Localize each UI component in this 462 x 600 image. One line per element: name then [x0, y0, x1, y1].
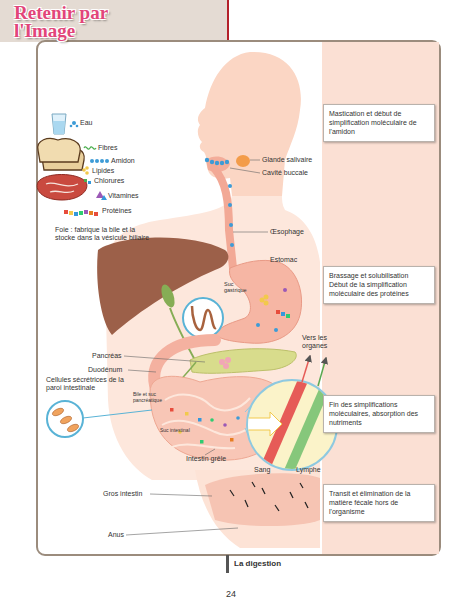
salivary-gland: [236, 155, 250, 167]
part-label: Foie : fabrique la bile et la stocke dan…: [55, 226, 155, 242]
fecal-matter: [230, 482, 308, 511]
part-label: Lymphe: [296, 466, 321, 474]
lymph-vessel: [286, 381, 328, 478]
part-label: Intestin grêle: [186, 455, 226, 463]
intestine-molecules: [170, 408, 240, 444]
vitamin-icon: [96, 191, 107, 200]
blood-flow-arrow: [302, 356, 310, 382]
part-label: Bile et suc pancréatique: [133, 392, 167, 404]
chloride-icon: [84, 179, 91, 184]
lymph-flow-arrow: [318, 358, 326, 386]
water-molecule: [70, 121, 79, 127]
part-label: Vers les organes: [302, 334, 340, 350]
part-label: Sang: [254, 466, 270, 474]
protein-icon: [64, 210, 98, 216]
pelvis-silhouette: [195, 470, 320, 548]
part-label: Anus: [108, 531, 124, 539]
stage-box: Brassage et solubilisationDébut de la si…: [323, 266, 435, 304]
water: [53, 121, 65, 134]
part-label: Estomac: [270, 256, 297, 264]
absorption-arrow: [246, 412, 282, 436]
bread-slice: [38, 138, 80, 162]
part-label: Chlorures: [94, 177, 124, 185]
panel-frame: [37, 41, 440, 555]
part-label: Eau: [80, 119, 92, 127]
fibre-icon: [84, 147, 96, 149]
meat-fat: [46, 183, 78, 192]
starch-icon: [90, 159, 109, 163]
intestinal-wall-inset: [47, 401, 83, 437]
lipid-icon: [82, 166, 89, 175]
box-text: Transit et élimination de la matière féc…: [329, 490, 429, 516]
part-label: Gros intestin: [103, 490, 142, 498]
box-text: Brassage et solubilisation: [329, 272, 429, 281]
caption-bar: [226, 555, 229, 573]
figure-caption: La digestion: [234, 559, 281, 568]
gastric-gland: [192, 306, 216, 330]
vessels: [246, 378, 328, 478]
page-title: Retenir par l'Image: [14, 4, 126, 40]
part-label: Duodénum: [88, 366, 122, 374]
box-text: Début de la simplification moléculaire d…: [329, 281, 429, 299]
box-text: Mastication et début de simplification m…: [329, 110, 429, 136]
part-label: Lipides: [92, 167, 114, 175]
stage-box: Mastication et début de simplification m…: [323, 104, 435, 142]
stage-box: Transit et élimination de la matière féc…: [323, 484, 435, 522]
part-label: Suc gastrique: [224, 281, 254, 294]
part-label: Œsophage: [270, 228, 304, 236]
inset-leader: [83, 410, 152, 418]
box-text: Fin des simplifications moléculaires, ab…: [329, 401, 429, 427]
part-label: Vitamines: [108, 192, 139, 200]
secretory-cells: [51, 407, 79, 434]
gallbladder: [159, 283, 178, 309]
part-label: Suc intestinal: [160, 428, 190, 434]
stage-box: Fin des simplifications moléculaires, ab…: [323, 395, 435, 433]
part-label: Pancréas: [92, 352, 122, 360]
gastric-gland-inset: [183, 298, 223, 338]
meat: [37, 175, 87, 201]
part-label: Cellules sécrétrices de la paroi intesti…: [46, 376, 126, 392]
pancreas-acini: [219, 357, 231, 369]
part-label: Cavité buccale: [262, 169, 308, 177]
part-label: 24: [226, 589, 236, 599]
header-rule: [227, 0, 229, 42]
stomach-molecules: [256, 288, 290, 332]
part-label: Amidon: [111, 157, 135, 165]
water-glass: [52, 114, 66, 134]
large-intestine: [205, 473, 320, 526]
side-column: [322, 42, 439, 554]
part-label: Protéines: [102, 207, 132, 215]
part-label: Glande salivaire: [262, 156, 312, 164]
part-label: Fibres: [98, 144, 117, 152]
stomach: [215, 260, 302, 343]
header-band: [0, 0, 228, 42]
starch-chain: [205, 158, 234, 247]
pancreas: [190, 349, 296, 374]
leader-lines: [124, 160, 268, 535]
